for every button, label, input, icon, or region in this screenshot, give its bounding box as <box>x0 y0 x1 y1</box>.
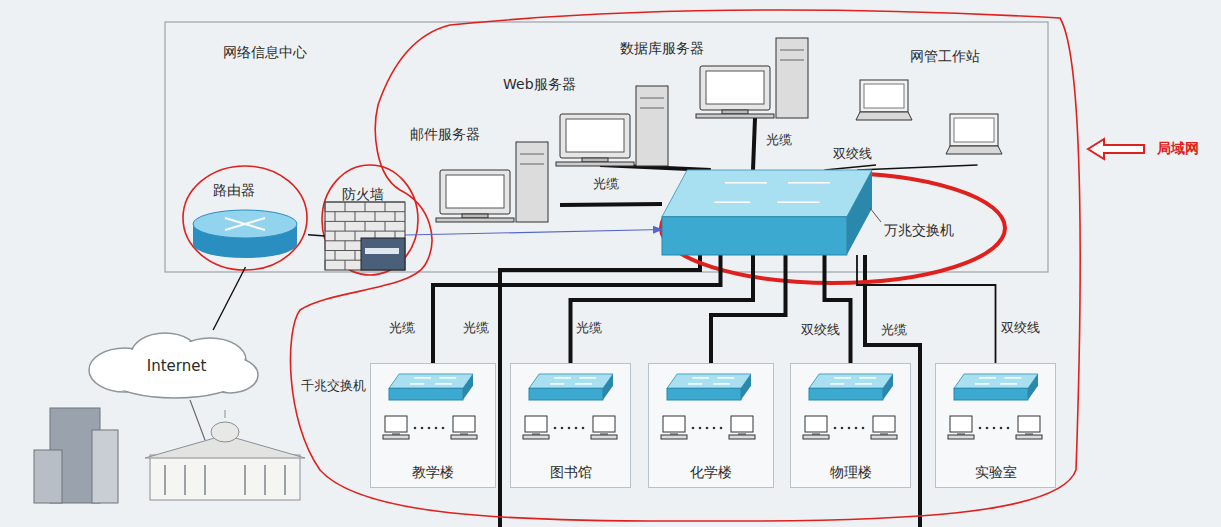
cable-connector <box>433 255 721 363</box>
firewall: 防火墙 <box>325 170 405 270</box>
cable-connector <box>405 230 662 236</box>
cable-connector <box>857 165 978 170</box>
cable-label: 光缆 <box>765 132 793 147</box>
cable-connector <box>825 255 851 363</box>
web-server: Web服务器 <box>495 68 670 165</box>
node-label: 教学楼 <box>371 464 495 480</box>
node-label: 防火墙 <box>342 186 384 202</box>
firewall-ring <box>322 165 418 275</box>
cable-connector <box>308 235 325 236</box>
core-switch: 万兆交换机 <box>662 170 987 255</box>
admin-workstation: 网管工作站 <box>855 42 1030 165</box>
node-label: 数据库服务器 <box>620 40 704 56</box>
node-label: 网管工作站 <box>910 48 980 64</box>
internet-cloud: Internet <box>85 330 268 400</box>
cable-connector <box>571 255 754 363</box>
cable-connector <box>560 204 662 205</box>
cable-connector <box>711 255 786 363</box>
cable-label: 光缆 <box>388 320 416 335</box>
node-label: 路由器 <box>213 182 255 198</box>
router-ring <box>183 166 307 270</box>
cable-label: 双绞线 <box>1000 320 1041 335</box>
mail-server: 邮件服务器 <box>410 120 560 220</box>
building-group: 教学楼 <box>370 363 496 488</box>
node-label: 化学楼 <box>649 464 773 480</box>
database-server: 数据库服务器 <box>615 30 815 118</box>
building-group: 物理楼 <box>790 363 911 488</box>
node-label: 万兆交换机 <box>884 222 954 238</box>
building-group: 化学楼 <box>648 363 774 488</box>
node-label: 实验室 <box>936 464 1055 480</box>
lan-callout: 局域网 <box>1156 141 1200 156</box>
city-buildings <box>34 400 305 503</box>
cable-label: 光缆 <box>575 320 603 335</box>
cable-label: 双绞线 <box>800 322 841 337</box>
node-label: 图书馆 <box>511 464 630 480</box>
building-group: 图书馆 <box>510 363 631 488</box>
cable-connector <box>857 255 996 363</box>
firewall-icon <box>325 170 405 270</box>
node-label: 物理楼 <box>791 464 910 480</box>
node-label: 邮件服务器 <box>410 126 480 142</box>
cable-connector <box>753 118 755 170</box>
cable-label: 光缆 <box>880 322 908 337</box>
cable-label: 双绞线 <box>832 146 873 161</box>
node-label: 网络信息中心 <box>223 44 307 60</box>
node-label: Internet <box>85 358 268 374</box>
red-annotation <box>183 10 1080 521</box>
cable-label: 光缆 <box>462 320 490 335</box>
core-switch-icon <box>662 170 987 255</box>
lan-outline <box>290 10 1080 521</box>
switch-type-label: 千兆交换机 <box>300 378 367 393</box>
cable-connector <box>213 267 245 330</box>
center-panel-frame <box>165 22 1048 272</box>
cable-label: 光缆 <box>592 176 620 191</box>
red-arrow <box>1088 139 1144 159</box>
node-label: Web服务器 <box>503 76 576 92</box>
router: 路由器 <box>183 172 308 267</box>
center-panel: 网络信息中心路由器 防火墙 邮件服务器 Web服务器 数据库服务器网管工作站万兆交换机 <box>165 22 1048 272</box>
building-group: 实验室 <box>935 363 1056 488</box>
